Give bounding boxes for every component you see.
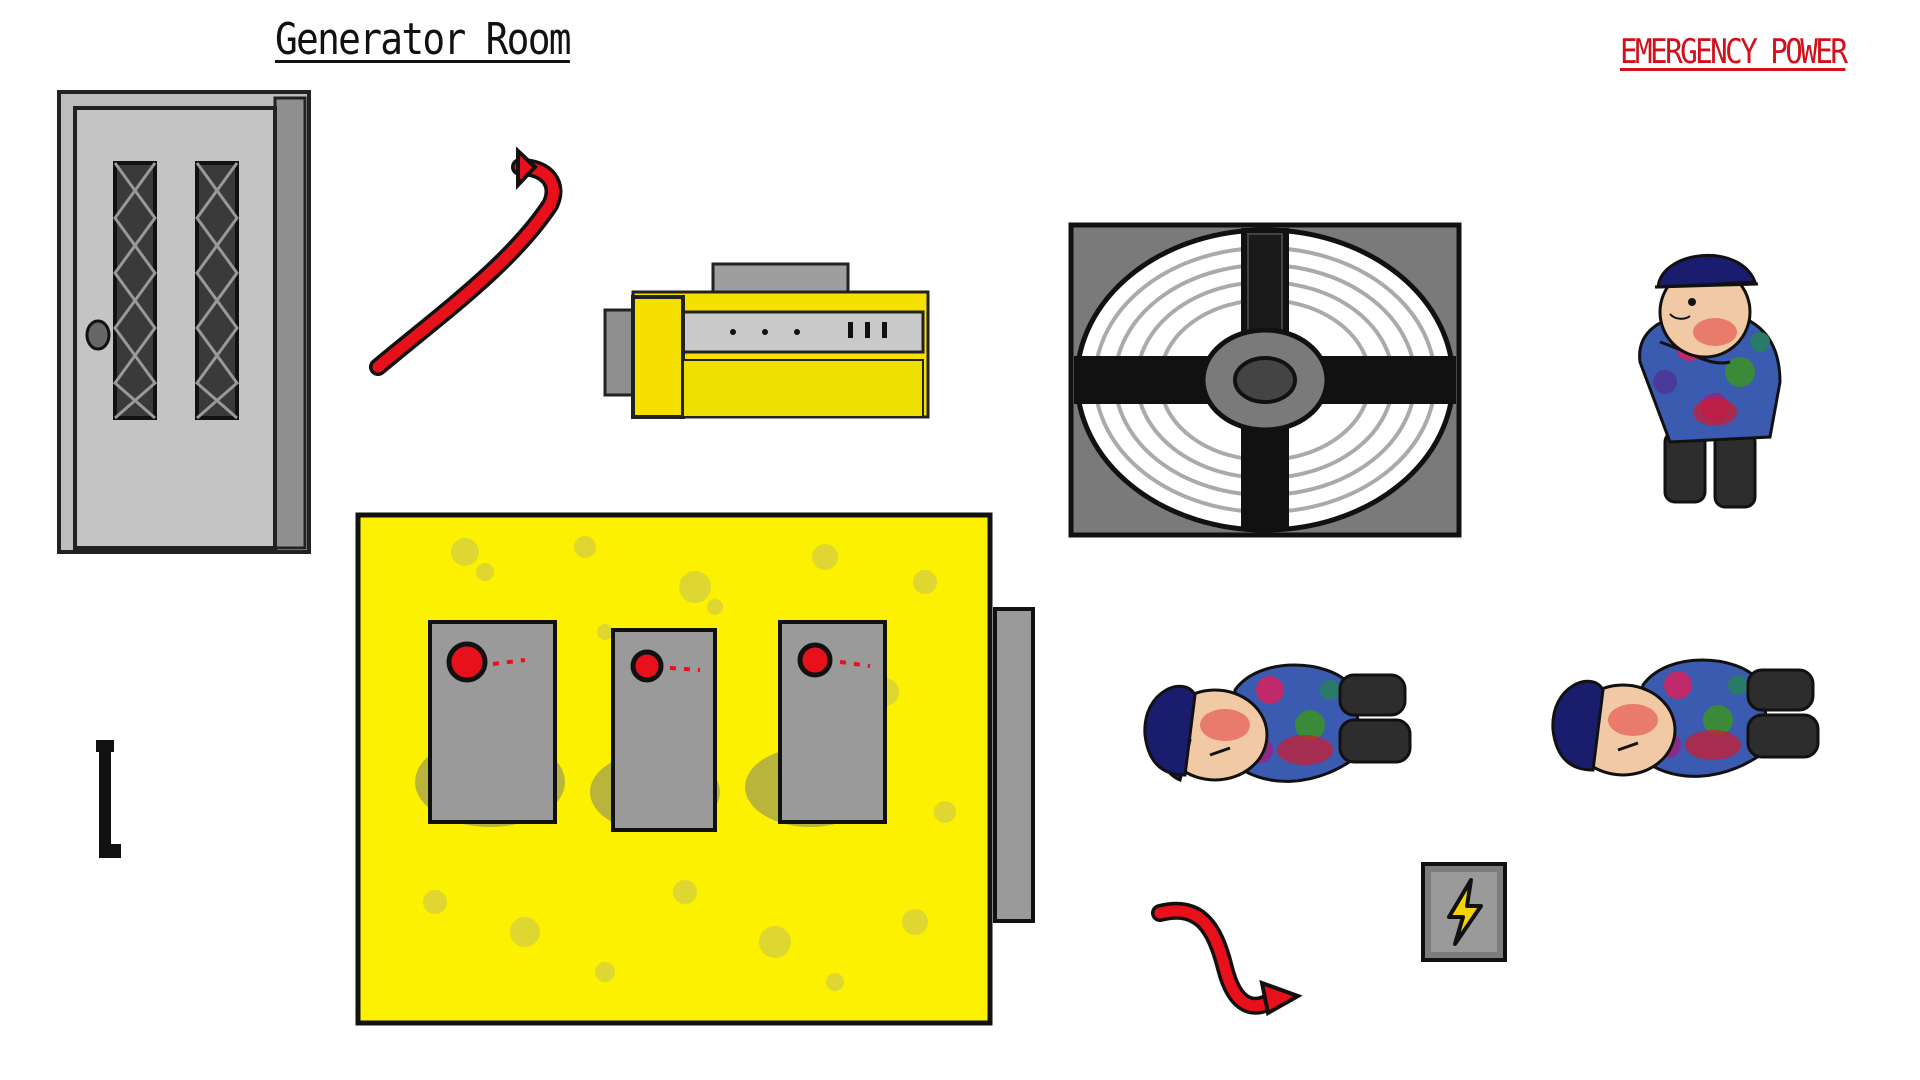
- guard-down-icon[interactable]: [1548, 625, 1823, 810]
- guard-down-icon[interactable]: [1140, 630, 1415, 815]
- lightning-icon[interactable]: [1421, 862, 1507, 962]
- emergency-power-label: EMERGENCY POWER: [1620, 32, 1848, 72]
- guard-icon[interactable]: [1620, 232, 1795, 514]
- generator-icon[interactable]: [603, 262, 933, 422]
- arrow-up-icon[interactable]: [369, 145, 570, 380]
- room-title: Generator Room: [275, 14, 572, 65]
- fan-icon[interactable]: [1068, 222, 1462, 538]
- door-icon[interactable]: [55, 88, 315, 558]
- generator-panel-icon[interactable]: [355, 512, 1035, 1027]
- arrow-down-icon[interactable]: [1150, 898, 1305, 1028]
- handle-icon[interactable]: [96, 738, 126, 860]
